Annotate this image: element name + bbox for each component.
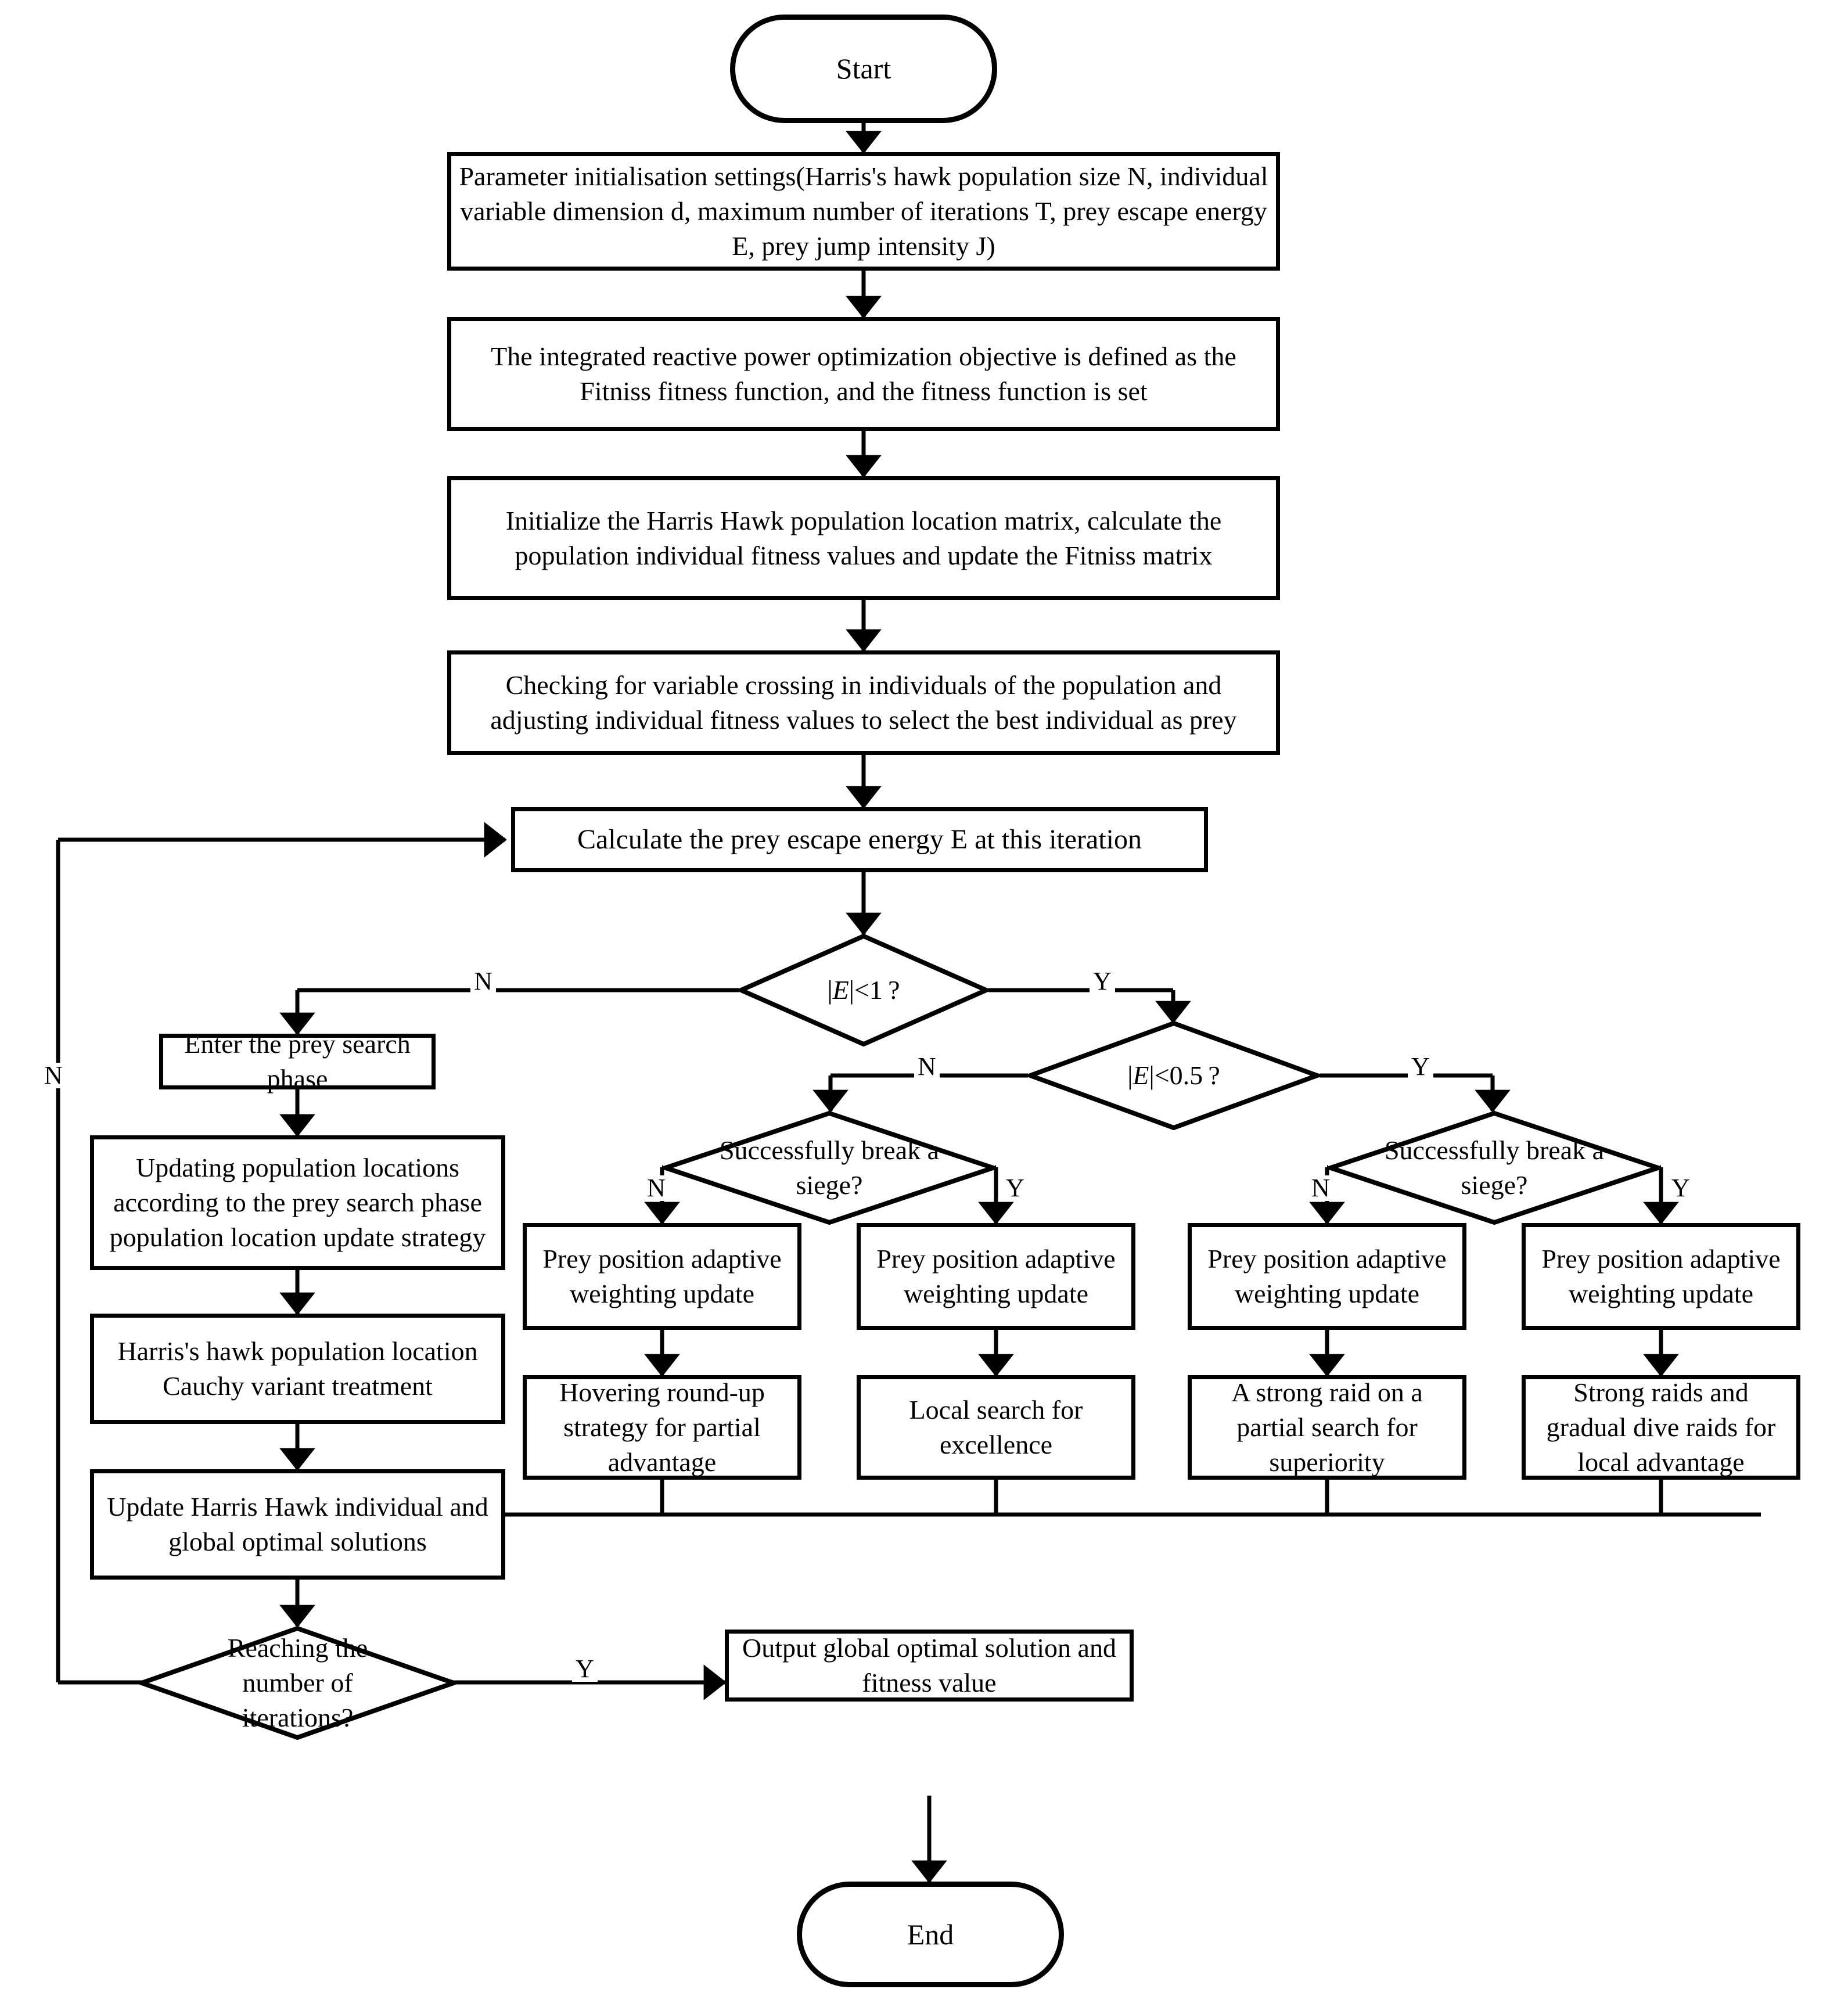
node-strategy-strong-raid-label: A strong raid on a partial search for su… xyxy=(1231,1377,1423,1477)
node-updating-population-locations-label: Updating population locations according … xyxy=(109,1153,486,1252)
diamond-shape xyxy=(1328,1111,1660,1225)
node-calculate-escape-energy[interactable]: Calculate the prey escape energy E at th… xyxy=(511,807,1208,872)
node-output-global-optimal[interactable]: Output global optimal solution and fitne… xyxy=(725,1630,1134,1702)
node-prey-weight-4-label: Prey position adaptive weighting update xyxy=(1541,1244,1781,1308)
node-update-global-optimal-label: Update Harris Hawk individual and global… xyxy=(107,1492,488,1556)
diamond-shape xyxy=(1028,1021,1320,1130)
decision-energy-less-than-1[interactable]: |E|<1 ? xyxy=(739,934,988,1046)
node-objective-definition[interactable]: The integrated reactive power optimizati… xyxy=(447,317,1280,431)
edge-label-e1-no: N xyxy=(470,969,496,994)
node-end[interactable]: End xyxy=(797,1882,1064,1987)
node-check-variable-crossing[interactable]: Checking for variable crossing in indivi… xyxy=(447,650,1280,755)
node-strategy-local-search-label: Local search for excellence xyxy=(909,1395,1083,1459)
node-parameter-initialisation-label: Parameter initialisation settings(Harris… xyxy=(459,161,1268,261)
node-strategy-hovering-roundup[interactable]: Hovering round-up strategy for partial a… xyxy=(523,1375,801,1480)
diamond-shape xyxy=(139,1626,456,1740)
edge-label-iterations-no: N xyxy=(41,1063,66,1088)
edge-label-e05-no: N xyxy=(914,1054,940,1080)
node-prey-weight-1[interactable]: Prey position adaptive weighting update xyxy=(523,1223,801,1330)
decision-siege-left-label: Successfully break a siege? xyxy=(719,1135,940,1200)
edge-label-iterations-yes: Y xyxy=(572,1656,598,1682)
node-cauchy-variant-treatment[interactable]: Harris's hawk population location Cauchy… xyxy=(90,1314,505,1424)
node-initialize-matrix[interactable]: Initialize the Harris Hawk population lo… xyxy=(447,476,1280,600)
edge-label-siege-right-yes: Y xyxy=(1668,1175,1694,1201)
decision-reaching-iterations[interactable]: Reaching the number of iterations? xyxy=(139,1626,456,1740)
node-calculate-escape-energy-label: Calculate the prey escape energy E at th… xyxy=(577,823,1142,855)
decision-energy-less-than-05[interactable]: |E|<0.5 ? xyxy=(1028,1021,1320,1130)
edge-label-siege-left-no: N xyxy=(643,1175,669,1201)
node-strategy-local-search[interactable]: Local search for excellence xyxy=(857,1375,1135,1480)
node-prey-weight-4[interactable]: Prey position adaptive weighting update xyxy=(1522,1223,1800,1330)
node-start-label: Start xyxy=(836,52,891,85)
edge-label-siege-right-no: N xyxy=(1308,1175,1333,1201)
node-output-global-optimal-label: Output global optimal solution and fitne… xyxy=(742,1633,1116,1697)
node-objective-definition-label: The integrated reactive power optimizati… xyxy=(491,341,1236,406)
decision-energy-less-than-05-label: |E|<0.5 ? xyxy=(1127,1060,1220,1091)
node-prey-weight-2[interactable]: Prey position adaptive weighting update xyxy=(857,1223,1135,1330)
edge-label-e1-yes: Y xyxy=(1090,969,1115,994)
node-updating-population-locations[interactable]: Updating population locations according … xyxy=(90,1135,505,1270)
decision-siege-left[interactable]: Successfully break a siege? xyxy=(663,1111,995,1225)
edge-label-siege-left-yes: Y xyxy=(1002,1175,1028,1201)
node-strategy-dive-raids[interactable]: Strong raids and gradual dive raids for … xyxy=(1522,1375,1800,1480)
node-strategy-hovering-roundup-label: Hovering round-up strategy for partial a… xyxy=(559,1377,765,1477)
diamond-shape xyxy=(663,1111,995,1225)
node-prey-weight-3[interactable]: Prey position adaptive weighting update xyxy=(1188,1223,1466,1330)
node-strategy-strong-raid[interactable]: A strong raid on a partial search for su… xyxy=(1188,1375,1466,1480)
node-update-global-optimal[interactable]: Update Harris Hawk individual and global… xyxy=(90,1469,505,1580)
node-cauchy-variant-treatment-label: Harris's hawk population location Cauchy… xyxy=(117,1336,478,1401)
node-prey-weight-1-label: Prey position adaptive weighting update xyxy=(542,1244,782,1308)
node-enter-prey-search-phase[interactable]: Enter the prey search phase xyxy=(159,1029,436,1094)
node-prey-weight-3-label: Prey position adaptive weighting update xyxy=(1207,1244,1447,1308)
decision-reaching-iterations-label: Reaching the number of iterations? xyxy=(227,1633,368,1732)
node-start[interactable]: Start xyxy=(730,15,997,123)
edge-label-e05-yes: Y xyxy=(1408,1054,1433,1080)
node-end-label: End xyxy=(907,1918,954,1951)
decision-energy-less-than-1-label: |E|<1 ? xyxy=(827,975,900,1005)
node-initialize-matrix-label: Initialize the Harris Hawk population lo… xyxy=(505,505,1222,570)
decision-siege-right[interactable]: Successfully break a siege? xyxy=(1328,1111,1660,1225)
diamond-shape xyxy=(739,934,988,1046)
decision-siege-right-label: Successfully break a siege? xyxy=(1384,1135,1605,1200)
node-prey-weight-2-label: Prey position adaptive weighting update xyxy=(876,1244,1116,1308)
node-strategy-dive-raids-label: Strong raids and gradual dive raids for … xyxy=(1546,1377,1776,1477)
node-parameter-initialisation[interactable]: Parameter initialisation settings(Harris… xyxy=(447,152,1280,271)
node-enter-prey-search-phase-label: Enter the prey search phase xyxy=(184,1029,411,1094)
node-check-variable-crossing-label: Checking for variable crossing in indivi… xyxy=(490,670,1237,735)
